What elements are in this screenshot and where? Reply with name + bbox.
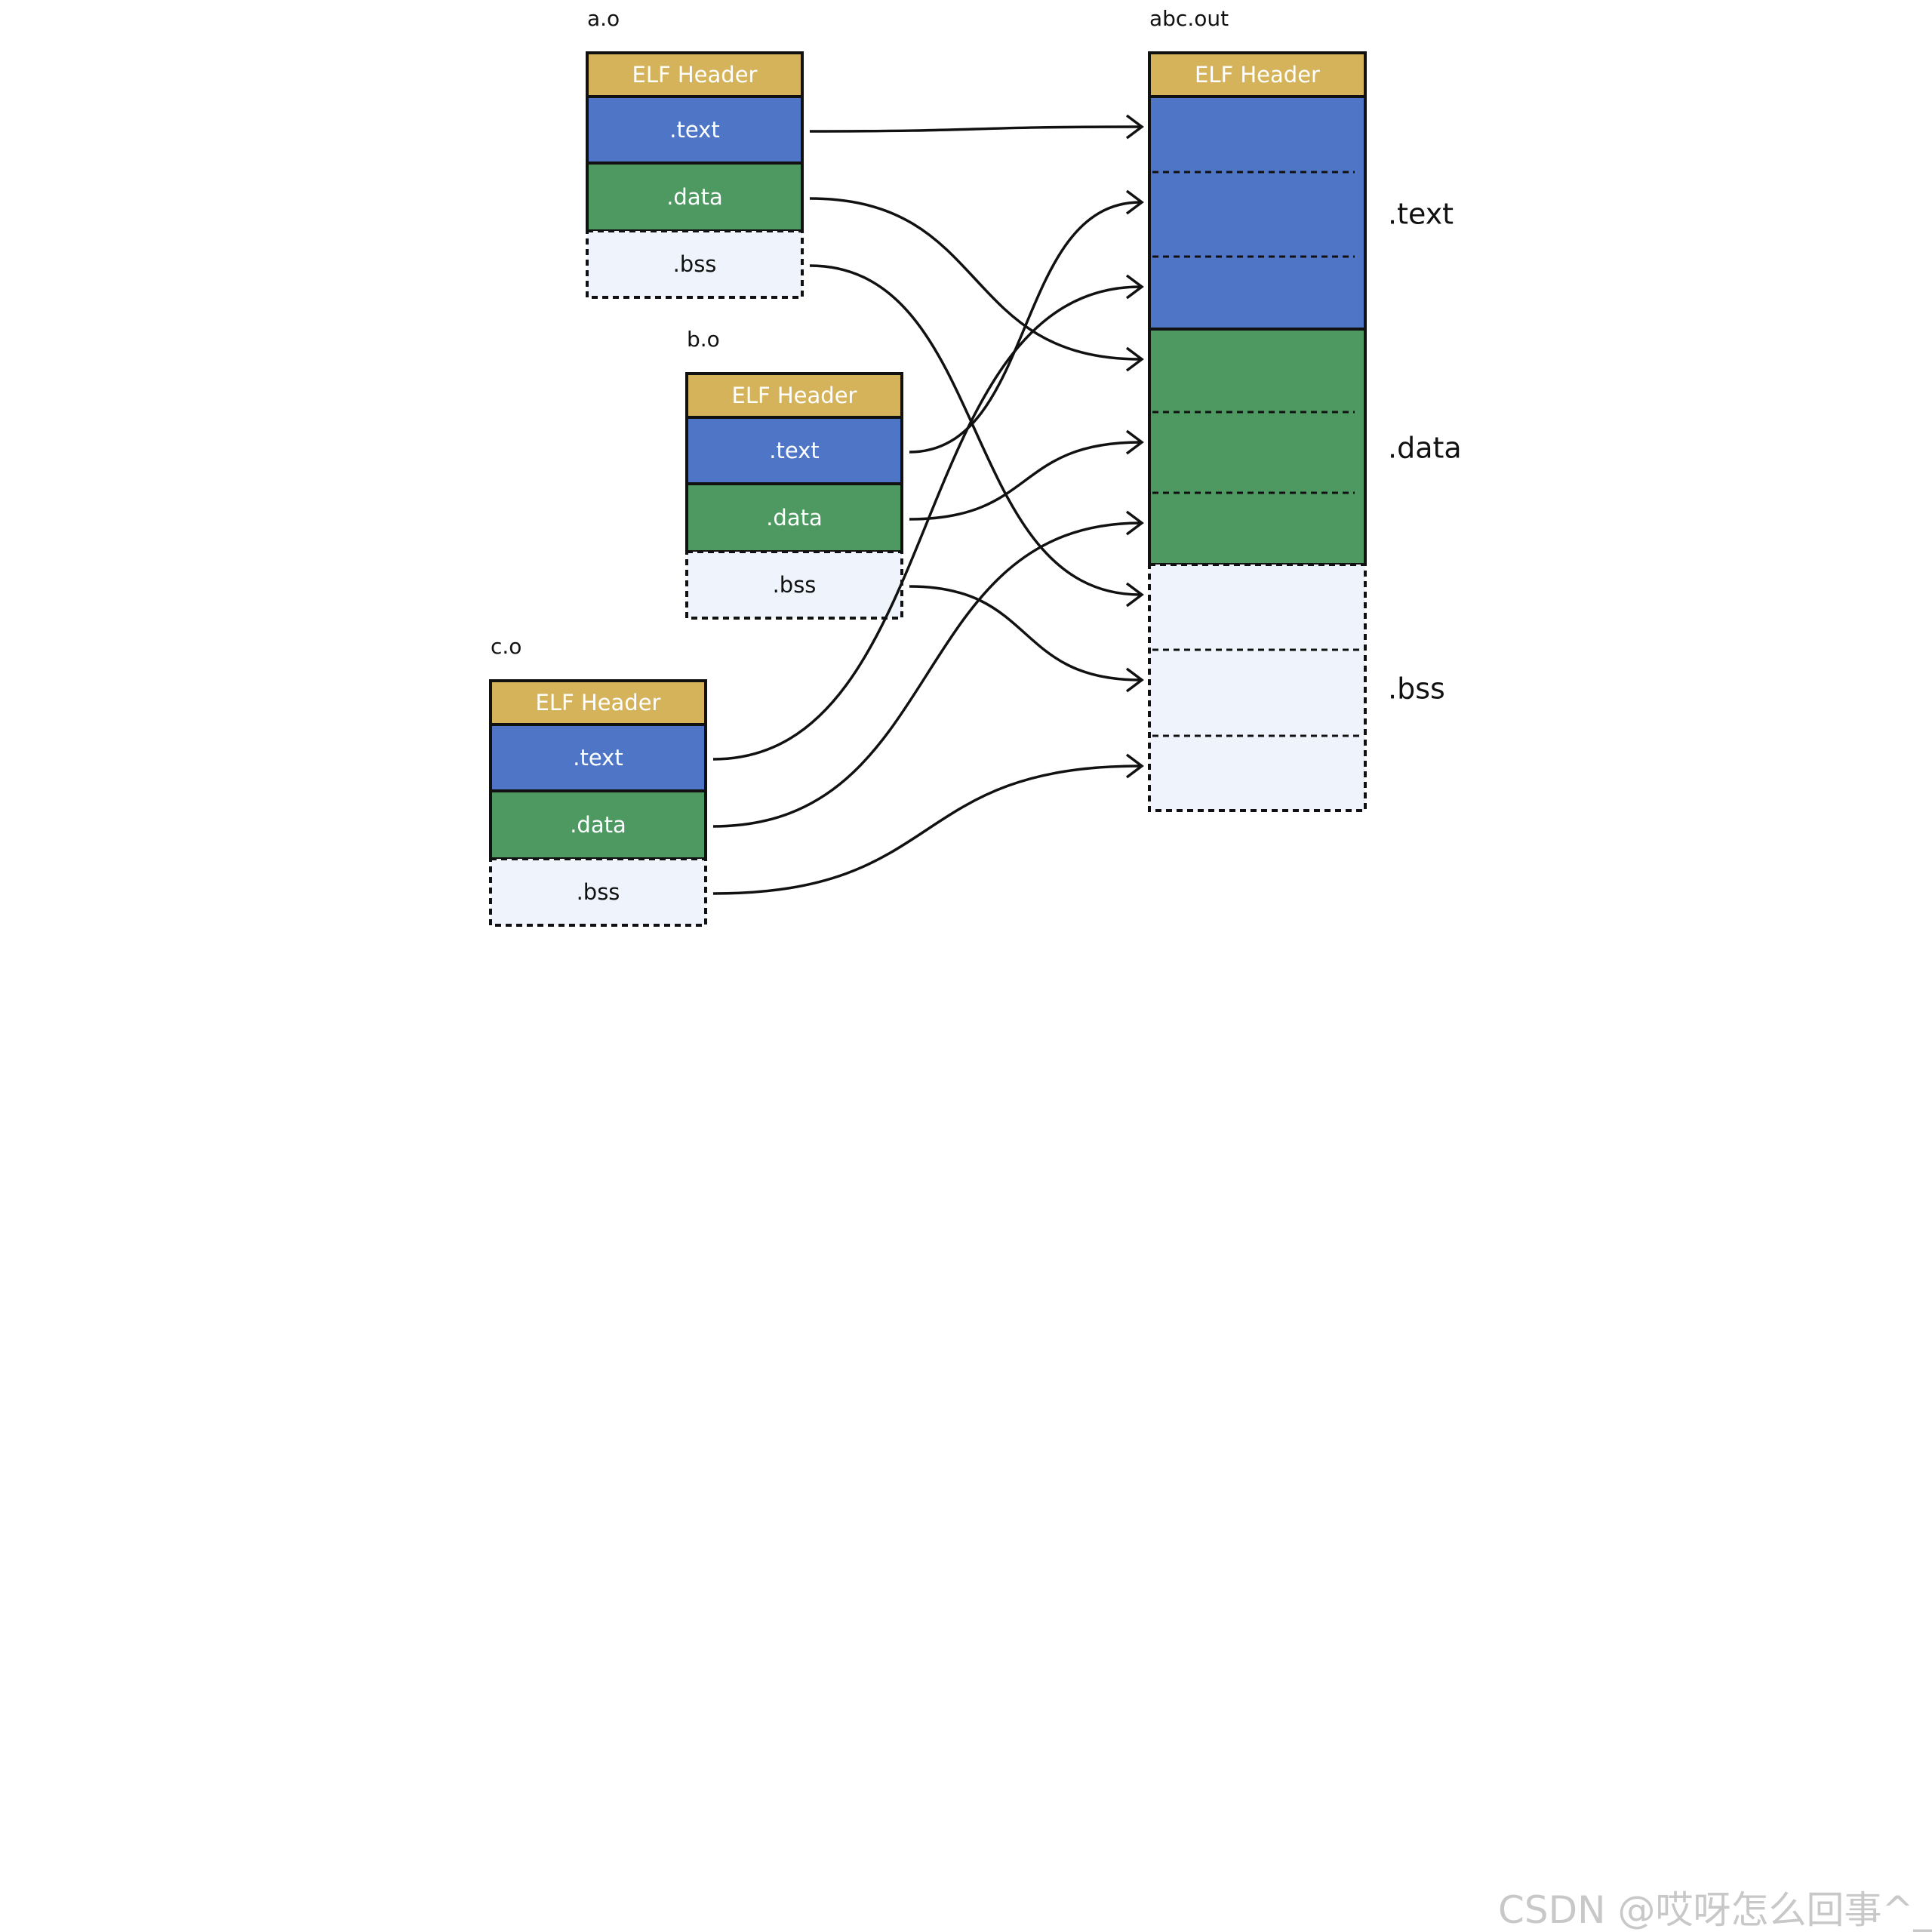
section-header-box [489,679,707,726]
section-text-label: .text [573,745,623,771]
arrowhead [1125,582,1144,608]
arrowhead [1125,346,1144,372]
section-bss-label: .bss [673,251,717,277]
output-header-label: ELF Header [1195,62,1320,88]
arrowhead [1125,274,1144,300]
section-header-label: ELF Header [732,383,857,408]
mapping-arrow-a-o-data [809,197,1141,361]
mapping-arrow-c-o-text [712,285,1141,761]
section-mappings [712,114,1144,895]
mapping-arrow-c-o-bss [712,764,1141,895]
section-text-box [685,416,903,485]
arrowhead [1125,667,1144,693]
section-header-label: ELF Header [536,690,661,715]
section-bss-box [586,229,804,299]
section-text-label: .text [669,117,719,143]
section-text-box [489,723,707,792]
object-file-name: b.o [687,327,720,352]
mapping-arrow-a-o-bss [809,264,1141,596]
section-data-label: .data [766,505,823,531]
output-bss-group-label: .bss [1388,672,1445,706]
arrowhead [1125,189,1144,215]
section-data-box [685,482,903,553]
arrowhead [1125,753,1144,779]
output-data-box [1148,328,1367,566]
mapping-arrow-b-o-bss [909,585,1141,681]
output-data-group-label: .data [1388,432,1462,465]
arrowhead [1125,429,1144,455]
output-text-group-label: .text [1388,198,1454,231]
object-file-name: c.o [491,634,521,659]
section-header-label: ELF Header [632,62,758,88]
mapping-arrow-b-o-data [909,441,1141,521]
section-text-label: .text [769,438,819,463]
section-bss-box [489,857,707,927]
section-bss-label: .bss [577,879,620,905]
output-text-box [1148,95,1367,331]
arrowhead [1125,510,1144,536]
section-text-box [586,95,804,165]
object-file-name: a.o [587,6,620,31]
output-file-name: abc.out [1149,6,1229,31]
section-data-label: .data [570,812,626,838]
section-data-label: .data [666,184,723,210]
mapping-arrow-c-o-data [712,521,1141,828]
section-bss-label: .bss [773,572,817,598]
output-bss-box [1148,563,1367,812]
watermark: CSDN @哎呀怎么回事^_^ [1498,1888,1932,1932]
output-header-box [1148,51,1367,98]
mapping-arrow-a-o-text [809,125,1141,133]
arrowhead [1125,114,1144,140]
